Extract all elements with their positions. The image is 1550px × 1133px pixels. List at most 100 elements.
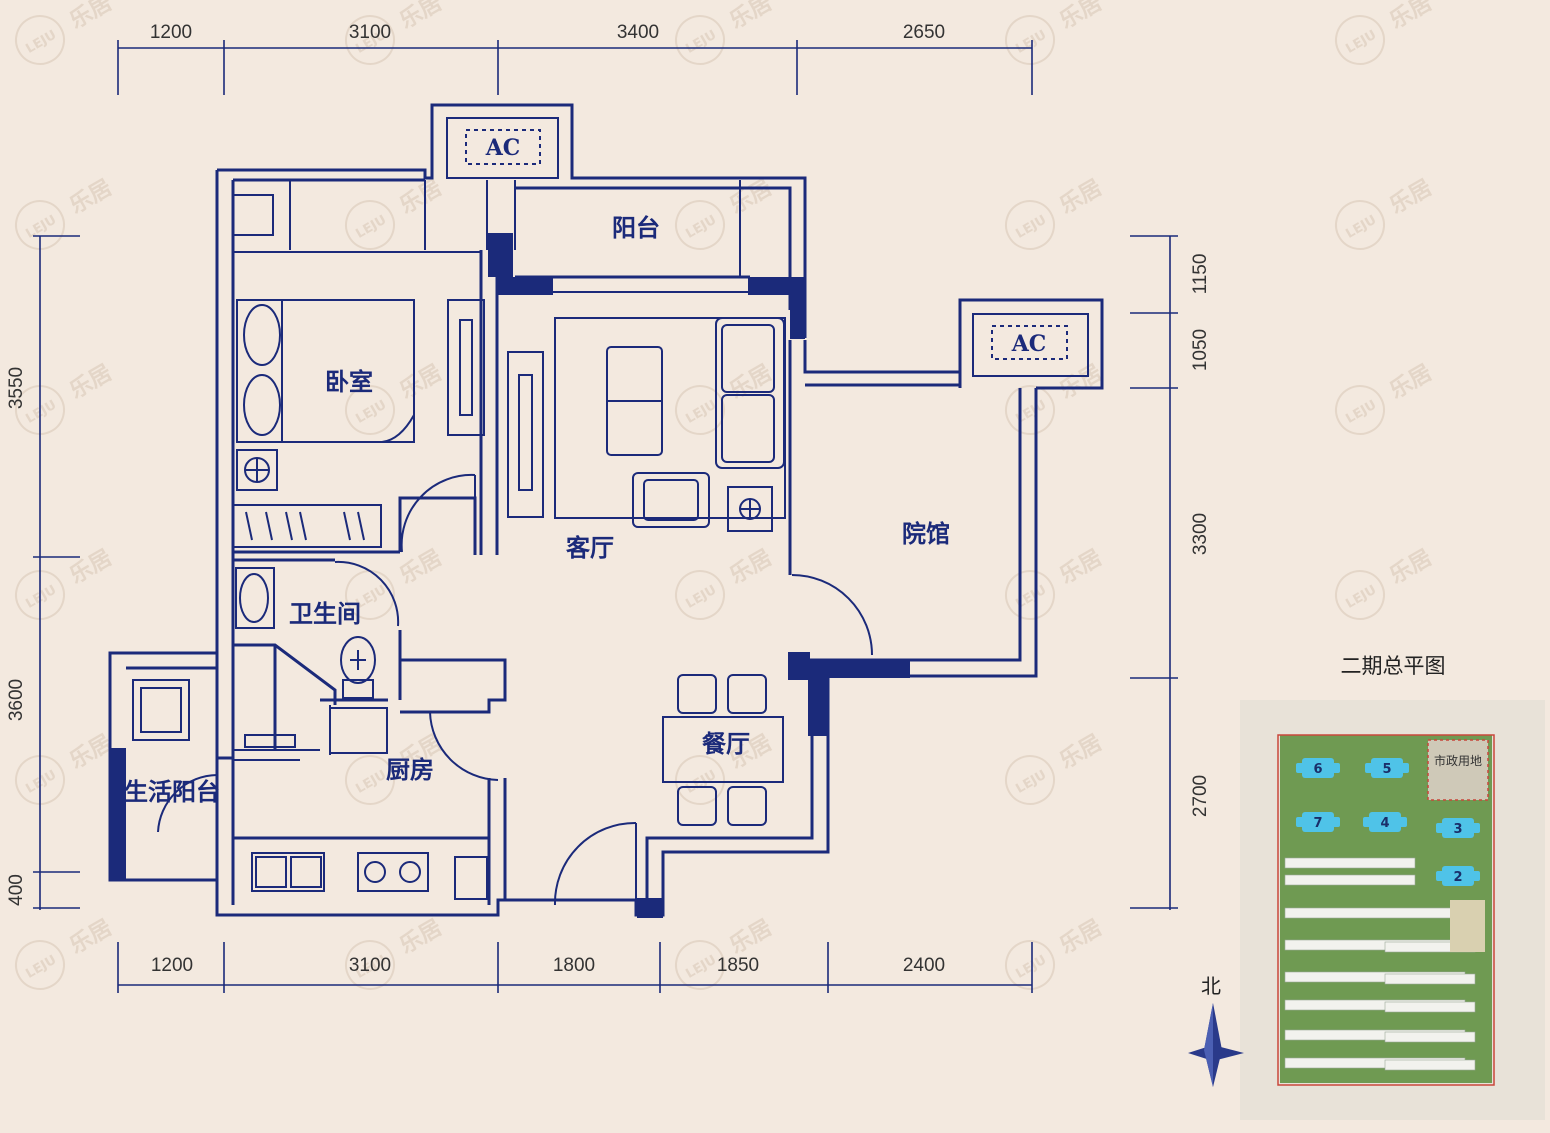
door-swings [157,473,873,906]
svg-text:乐居: 乐居 [66,545,117,589]
svg-text:乐居: 乐居 [1056,175,1107,219]
dim-bottom-3: 1800 [553,955,595,976]
svg-text:乐居: 乐居 [1056,545,1107,589]
label-bathroom: 卫生间 [289,599,361,628]
dim-left-3: 400 [6,874,27,906]
svg-text:LEJU: LEJU [1013,768,1049,797]
label-courtyard: 院馆 [902,519,950,548]
svg-text:LEJU: LEJU [683,28,719,57]
site-building-6: 6 [1296,758,1340,778]
svg-text:乐居: 乐居 [396,360,447,404]
svg-text:LEJU: LEJU [1343,398,1379,427]
dimension-labels: 1200 3100 3400 2650 1200 3100 1800 1850 … [6,22,1211,976]
wardrobe-icon [447,299,485,436]
clubhouse [1450,900,1485,952]
svg-text:乐居: 乐居 [726,360,777,404]
tv-cabinet-icon [507,351,544,518]
svg-text:LEJU: LEJU [23,583,59,612]
svg-text:LEJU: LEJU [683,583,719,612]
svg-text:LEJU: LEJU [23,768,59,797]
dim-top-3: 3400 [617,22,659,43]
svg-text:LEJU: LEJU [1013,213,1049,242]
svg-text:LEJU: LEJU [23,213,59,242]
svg-text:乐居: 乐居 [1386,545,1437,589]
dim-top-2: 3100 [349,22,391,43]
site-buildings: 6 5 7 4 3 2 [1296,758,1480,886]
svg-text:乐居: 乐居 [1056,0,1107,34]
label-ac-right: AC [1011,331,1047,357]
washbasin-icon [235,567,275,629]
exterior-walls [108,103,1104,917]
svg-text:LEJU: LEJU [23,398,59,427]
dim-top-4: 2650 [903,22,945,43]
svg-text:乐居: 乐居 [1056,730,1107,774]
svg-text:乐居: 乐居 [1386,360,1437,404]
stove-icon [357,852,429,892]
svg-text:LEJU: LEJU [1343,583,1379,612]
room-labels: 阳台 卧室 客厅 院馆 卫生间 餐厅 厨房 生活阳台 AC AC [124,135,1046,806]
svg-text:乐居: 乐居 [726,545,777,589]
dim-bottom-2: 3100 [349,955,391,976]
dim-right-4: 2700 [1190,775,1211,817]
fridge-icon [454,856,488,900]
svg-text:LEJU: LEJU [683,398,719,427]
svg-text:LEJU: LEJU [683,953,719,982]
lamp-icon [236,449,278,491]
svg-text:LEJU: LEJU [1343,213,1379,242]
svg-text:乐居: 乐居 [66,0,117,34]
svg-text:乐居: 乐居 [726,915,777,959]
townhouse-row [1384,1059,1476,1071]
svg-text:乐居: 乐居 [726,175,777,219]
svg-text:乐居: 乐居 [396,0,447,34]
site-building-4: 4 [1363,812,1407,832]
compass-north-label: 北 [1201,974,1221,998]
townhouse-row [1384,1001,1476,1013]
townhouse-row [1284,857,1416,869]
armchair-icon [632,472,710,528]
dim-bottom-1: 1200 [151,955,193,976]
svg-text:乐居: 乐居 [1386,175,1437,219]
svg-text:LEJU: LEJU [1343,28,1379,57]
svg-text:乐居: 乐居 [1056,360,1107,404]
label-dining: 餐厅 [702,729,750,758]
svg-text:LEJU: LEJU [23,953,59,982]
interior-walls [216,180,741,760]
label-living-room: 客厅 [566,533,614,562]
label-ac-top: AC [485,135,521,161]
structural-columns [110,233,910,918]
shower-icon [244,734,296,748]
svg-text:乐居: 乐居 [1386,0,1437,34]
sink-icon [251,852,325,892]
svg-text:LEJU: LEJU [683,213,719,242]
dim-bottom-4: 1850 [717,955,759,976]
site-building-3: 3 [1436,818,1480,838]
svg-text:5: 5 [1382,762,1391,777]
svg-text:7: 7 [1313,816,1322,831]
municipal-label: 市政用地 [1434,753,1482,768]
dim-right-1: 1150 [1190,254,1211,295]
closet-icon [232,504,382,548]
watermark-layer: LEJU乐居LEJU乐居LEJU乐居LEJU乐居LEJU乐居LEJU乐居LEJU… [15,0,1437,990]
svg-text:2: 2 [1453,870,1462,885]
dining-table-icon [662,674,784,826]
dim-left-1: 3550 [6,367,27,409]
svg-text:乐居: 乐居 [66,175,117,219]
